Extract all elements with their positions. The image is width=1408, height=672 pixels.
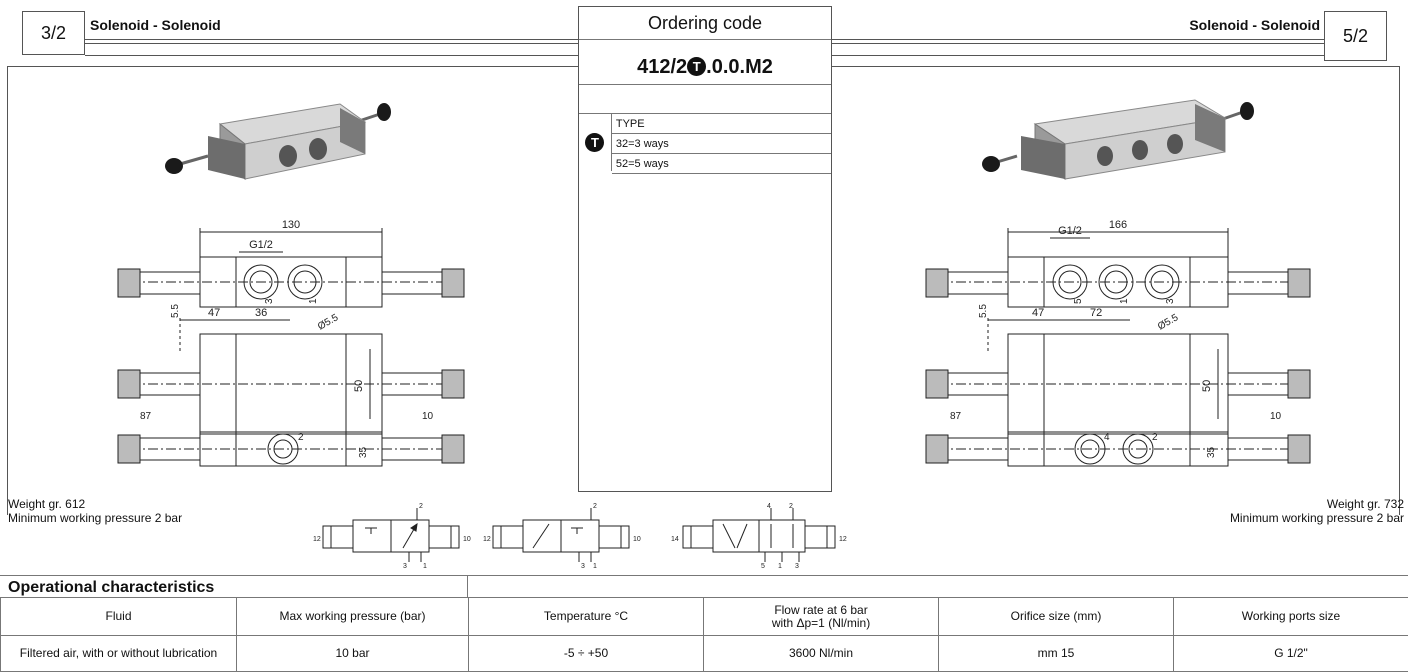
specs-value-row: Filtered air, with or without lubricatio… <box>0 635 1408 672</box>
left-header-rule <box>85 39 578 44</box>
header-cell: Orifice size (mm) <box>938 597 1174 636</box>
right-dim-thread: G1/2 <box>1058 225 1082 237</box>
right-dim-small: 5.5 <box>978 304 989 318</box>
specs-table: Fluid Max working pressure (bar) Tempera… <box>0 597 1408 672</box>
code-marker-icon: T <box>687 57 707 76</box>
value-cell: G 1/2" <box>1173 635 1408 672</box>
right-technical-drawing: 166 G1/2 5 1 3 5.5 47 72 Ø5.5 50 87 10 4… <box>925 219 1311 467</box>
valve-symbol-1: 12 2 3 1 10 <box>313 503 471 570</box>
right-port-label: 4 <box>1104 432 1110 443</box>
operational-title: Operational characteristics <box>8 579 215 596</box>
type-options-table: TYPE 32=3 ways 52=5 ways <box>611 114 831 174</box>
right-valve-photo <box>982 99 1254 180</box>
header-cell: Max working pressure (bar) <box>236 597 469 636</box>
symbol-port-label: 12 <box>313 536 321 543</box>
pneumatic-symbols: 12 2 3 1 10 12 2 3 1 10 14 4 2 5 1 <box>313 503 847 570</box>
type-option: 32=3 ways <box>611 133 831 154</box>
left-weight: Weight gr. 612 <box>8 497 86 511</box>
right-header-title: Solenoid - Solenoid <box>1189 17 1320 33</box>
left-dim-spacing: 36 <box>255 307 267 319</box>
type-option: 52=5 ways <box>611 153 831 174</box>
symbol-port-label: 2 <box>593 503 597 510</box>
left-dim-small: 5.5 <box>170 304 181 318</box>
right-dim-height: 50 <box>1201 380 1213 392</box>
ordering-title: Ordering code <box>579 7 831 40</box>
right-port-label: 2 <box>1152 432 1158 443</box>
symbol-port-label: 5 <box>761 563 765 570</box>
right-dim-spacing: 72 <box>1090 307 1102 319</box>
valve-symbol-2: 12 2 3 1 10 <box>483 503 641 570</box>
right-port-label: 1 <box>1119 298 1130 304</box>
right-pilot-label: 87 <box>950 411 962 422</box>
left-pilot-label: 87 <box>140 411 152 422</box>
header-cell: Working ports size <box>1173 597 1408 636</box>
symbol-port-label: 4 <box>767 503 771 510</box>
header-cell: Fluid <box>0 597 237 636</box>
type-header: TYPE <box>611 114 831 134</box>
specs-header-row: Fluid Max working pressure (bar) Tempera… <box>0 597 1408 636</box>
value-cell: Filtered air, with or without lubricatio… <box>0 635 237 672</box>
flow-header-line1: Flow rate at 6 bar <box>774 602 868 617</box>
header-cell: Flow rate at 6 bar with Δp=1 (Nl/min) <box>703 597 939 636</box>
left-notes: Weight gr. 612 Minimum working pressure … <box>8 497 182 525</box>
right-dim-depth: 35 <box>1206 446 1217 458</box>
symbol-port-label: 2 <box>419 503 423 510</box>
value-cell: -5 ÷ +50 <box>468 635 704 672</box>
right-dim-length: 166 <box>1109 219 1127 231</box>
value-cell: 3600 Nl/min <box>703 635 939 672</box>
symbol-port-label: 1 <box>423 563 427 570</box>
left-ratio-badge: 3/2 <box>22 11 85 55</box>
valve-symbol-3: 14 4 2 5 1 3 12 <box>671 503 847 570</box>
value-cell: 10 bar <box>236 635 469 672</box>
left-ratio-label: 3/2 <box>40 22 67 43</box>
left-min-pressure: Minimum working pressure 2 bar <box>8 511 183 525</box>
right-hole-dia: Ø5.5 <box>1156 312 1181 333</box>
symbol-port-label: 1 <box>593 563 597 570</box>
symbol-port-label: 1 <box>778 563 782 570</box>
left-port-label: 3 <box>264 298 275 304</box>
left-dim-length: 130 <box>282 219 300 231</box>
right-header-rule <box>832 39 1324 44</box>
ordering-code-prefix: 412/2 <box>637 56 688 78</box>
right-pilot-label: 10 <box>1270 411 1282 422</box>
left-dim-height: 50 <box>353 380 365 392</box>
right-port-label: 5 <box>1073 298 1084 304</box>
flow-header-line2: with Δp=1 (Nl/min) <box>771 615 871 630</box>
ordering-code-suffix: .0.0.M2 <box>706 56 773 78</box>
operational-title-cell: Operational characteristics <box>0 575 468 597</box>
symbol-port-label: 3 <box>795 563 799 570</box>
left-hole-dia: Ø5.5 <box>316 312 341 333</box>
right-ratio-label: 5/2 <box>1342 25 1369 46</box>
right-notes: Weight gr. 732 Minimum working pressure … <box>1230 497 1404 525</box>
symbol-port-label: 3 <box>581 563 585 570</box>
symbol-port-label: 10 <box>633 536 641 543</box>
type-marker-icon: T <box>585 133 605 152</box>
left-valve-photo <box>165 103 391 181</box>
left-dim-depth: 35 <box>358 446 369 458</box>
left-port-label: 1 <box>308 298 319 304</box>
right-weight: Weight gr. 732 <box>1326 497 1404 511</box>
right-min-pressure: Minimum working pressure 2 bar <box>1229 511 1404 525</box>
right-dim-offset: 47 <box>1032 307 1044 319</box>
symbol-port-label: 12 <box>839 536 847 543</box>
symbol-port-label: 12 <box>483 536 491 543</box>
symbol-port-label: 2 <box>789 503 793 510</box>
left-header-title: Solenoid - Solenoid <box>90 17 221 33</box>
left-pilot-label: 10 <box>422 411 434 422</box>
header-cell: Temperature °C <box>468 597 704 636</box>
right-ratio-badge: 5/2 <box>1324 11 1387 61</box>
left-port-label: 2 <box>298 432 304 443</box>
left-technical-drawing: 130 G1/2 3 1 5.5 47 36 Ø5.5 50 87 10 2 3… <box>117 219 465 467</box>
value-cell: mm 15 <box>938 635 1174 672</box>
symbol-port-label: 3 <box>403 563 407 570</box>
left-header-underline <box>85 55 578 56</box>
symbol-port-label: 10 <box>463 536 471 543</box>
symbol-port-label: 14 <box>671 536 679 543</box>
right-port-label: 3 <box>1165 298 1176 304</box>
left-dim-offset: 47 <box>208 307 220 319</box>
right-header-underline <box>832 55 1324 56</box>
left-dim-thread: G1/2 <box>249 239 273 251</box>
